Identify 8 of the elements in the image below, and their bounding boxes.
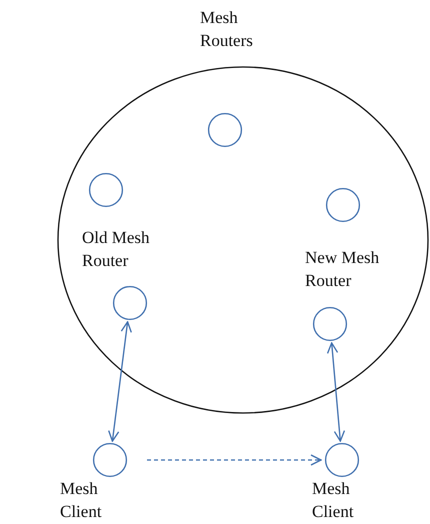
node-label: Mesh Client bbox=[312, 478, 355, 523]
node-label: Mesh Client bbox=[60, 478, 103, 523]
node-label: New Mesh Router bbox=[305, 247, 380, 292]
arrow bbox=[108, 321, 132, 442]
node-label: Mesh Routers bbox=[200, 7, 254, 52]
arrow bbox=[147, 454, 322, 466]
arrow bbox=[326, 342, 346, 442]
node-label: Old Mesh Router bbox=[82, 227, 151, 272]
